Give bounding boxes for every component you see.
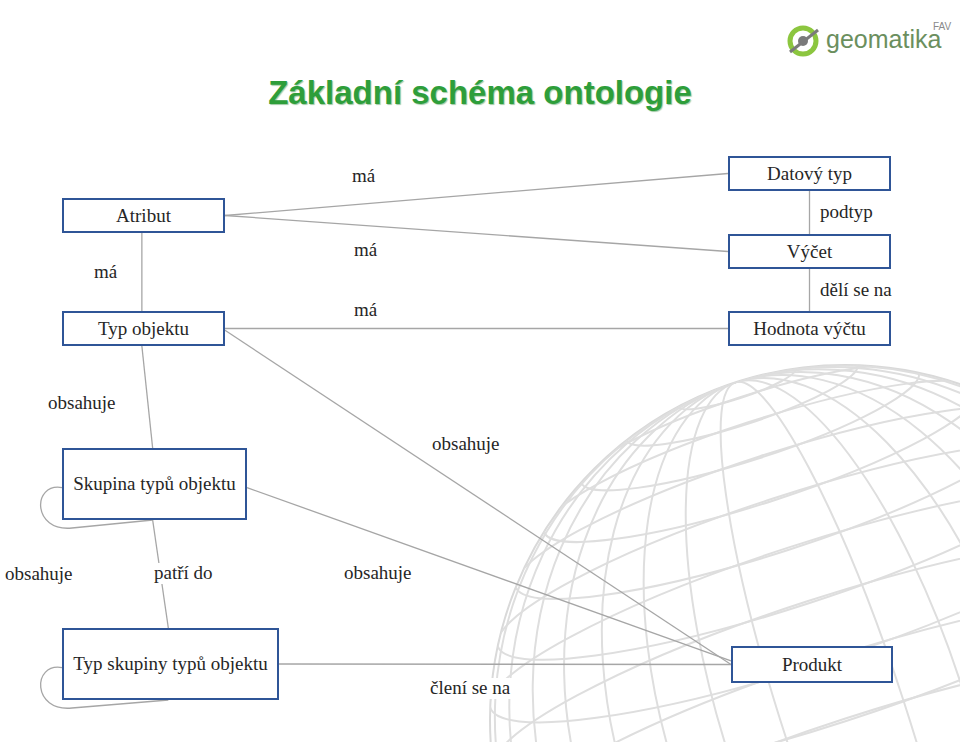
entity-name: Produkt bbox=[782, 654, 842, 676]
globe-meridian bbox=[566, 328, 960, 742]
relation-line bbox=[809, 191, 810, 234]
globe-parallel bbox=[547, 675, 960, 742]
globe-meridian bbox=[403, 274, 960, 742]
relation-line bbox=[142, 346, 153, 448]
globe-meridian bbox=[677, 363, 960, 742]
entity-box: Datový typ bbox=[728, 156, 891, 191]
globe-parallel bbox=[571, 342, 928, 512]
globe-meridian bbox=[418, 279, 960, 742]
logo-text: FAV bbox=[933, 21, 951, 32]
globe-parallel bbox=[675, 358, 799, 417]
globe-parallel bbox=[512, 611, 960, 742]
globe-parallel bbox=[620, 344, 864, 461]
relation-label: obsahuje bbox=[46, 393, 118, 414]
relation-line bbox=[279, 663, 731, 665]
entity-name: Typ skupiny typů objektu bbox=[73, 653, 267, 675]
entity-name: Datový typ bbox=[767, 163, 852, 185]
relation-line bbox=[225, 328, 728, 329]
relation-line bbox=[225, 174, 728, 216]
globe-meridian bbox=[443, 287, 960, 742]
relation-line bbox=[141, 233, 142, 311]
relation-label: dělí se na bbox=[818, 280, 894, 301]
relation-label: obsahuje bbox=[342, 563, 414, 584]
entity-name: Atribut bbox=[116, 205, 171, 227]
relation-label: člení se na bbox=[428, 678, 512, 699]
relation-line bbox=[247, 488, 731, 661]
entity-box: Typ skupiny typů objektu bbox=[62, 628, 279, 700]
relation-label: patří do bbox=[152, 563, 215, 584]
relation-label: podtyp bbox=[818, 202, 875, 223]
entity-name: Skupina typů objektu bbox=[73, 473, 236, 495]
globe-parallel bbox=[501, 372, 960, 633]
entity-name: Hodnota výčtu bbox=[753, 318, 865, 340]
relation-label: má bbox=[352, 300, 379, 321]
relation-line bbox=[809, 269, 810, 311]
entity-box: Produkt bbox=[731, 646, 893, 683]
globe-outline bbox=[490, 365, 960, 742]
relation-label: má bbox=[92, 262, 119, 283]
entity-box: Výčet bbox=[728, 234, 891, 269]
entity-name: Výčet bbox=[787, 241, 832, 263]
relation-label: má bbox=[352, 240, 379, 261]
relation-line bbox=[225, 216, 728, 252]
entity-box: Skupina typů objektu bbox=[62, 448, 247, 520]
logo-icon bbox=[790, 28, 818, 54]
entity-box: Hodnota výčtu bbox=[728, 311, 891, 346]
slide-title: Základní schéma ontologie bbox=[0, 74, 960, 112]
entity-box: Typ objektu bbox=[62, 311, 225, 346]
entity-name: Typ objektu bbox=[98, 318, 189, 340]
logo-text: geomatika bbox=[826, 25, 941, 54]
globe-parallel bbox=[590, 741, 960, 742]
relation-label: obsahuje bbox=[3, 564, 75, 585]
globe-meridian bbox=[620, 345, 960, 742]
relation-label: obsahuje bbox=[430, 434, 502, 455]
globe-parallel bbox=[481, 404, 960, 699]
globe-parallel bbox=[488, 550, 960, 742]
entity-box: Atribut bbox=[62, 198, 225, 233]
relation-line bbox=[225, 330, 731, 664]
globe-meridian bbox=[477, 298, 960, 742]
relation-label: má bbox=[350, 166, 377, 187]
